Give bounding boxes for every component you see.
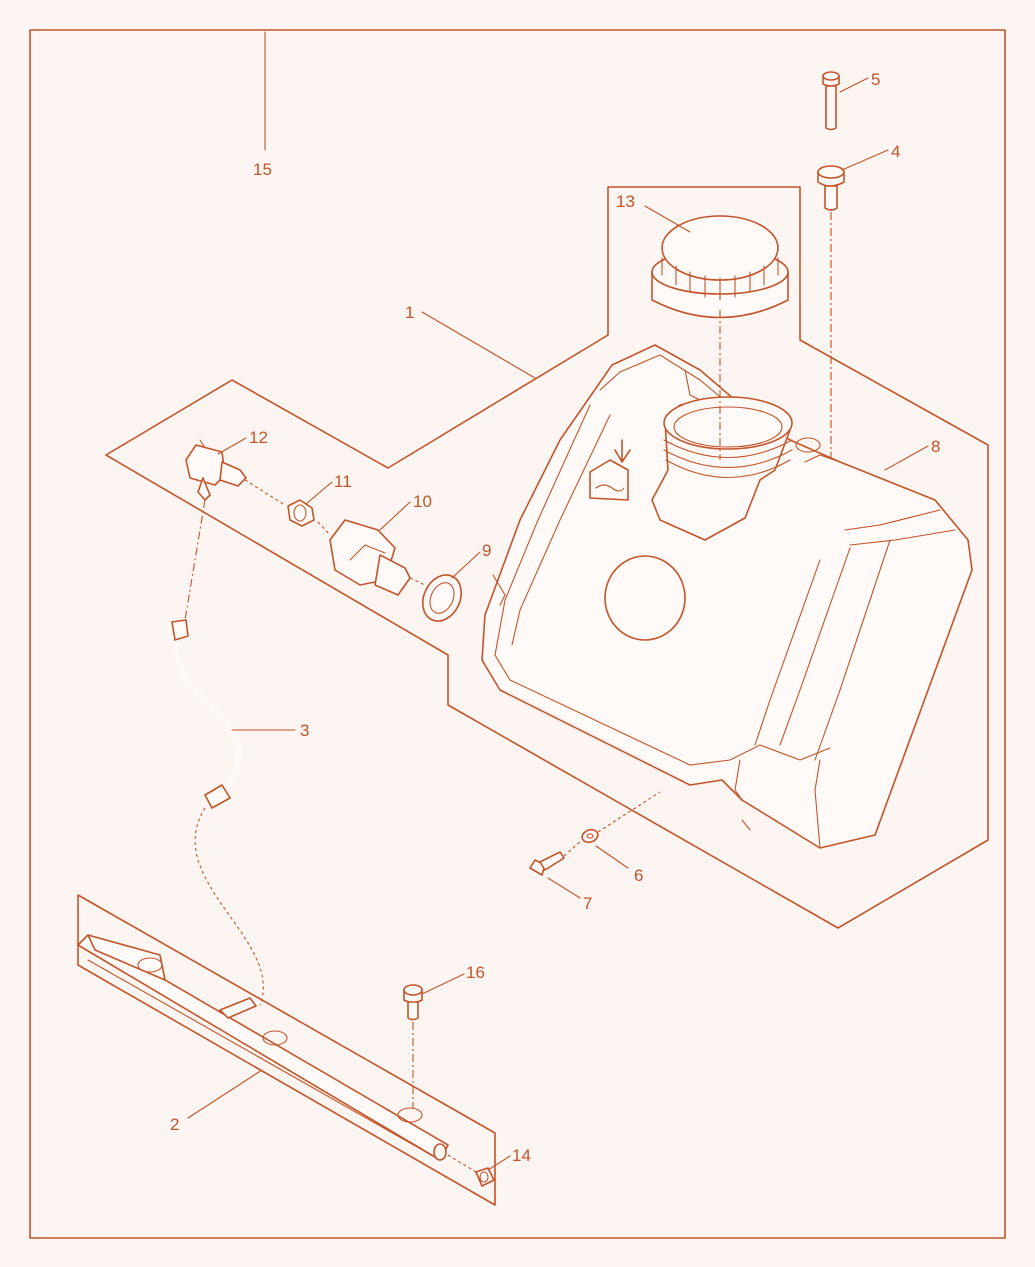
callout-1: 1 (405, 303, 414, 322)
washer-6 (581, 828, 599, 844)
callout-16: 16 (466, 963, 485, 982)
callout-3: 3 (300, 721, 309, 740)
bolt-16 (403, 984, 423, 1021)
hose-3 (171, 619, 242, 809)
callout-8: 8 (931, 437, 940, 456)
axis-line-hose (184, 499, 206, 621)
screw-7 (529, 851, 565, 876)
axis-line-fitting (244, 479, 426, 586)
axis-line-14 (447, 1154, 477, 1173)
screw-5 (822, 71, 840, 131)
fuel-tank (481, 344, 973, 849)
fuel-symbol-icon (589, 439, 631, 501)
callout-11: 11 (334, 472, 352, 491)
spacer-11 (287, 499, 315, 527)
rail-group-outline (77, 894, 496, 1206)
axis-line-6 (563, 791, 661, 857)
outer-frame (29, 29, 1006, 1239)
callout-5: 5 (871, 70, 880, 89)
tank-group-outline (105, 186, 989, 929)
leader-lines (187, 31, 929, 1171)
callout-10: 10 (413, 492, 432, 511)
adapter-10 (329, 519, 411, 596)
callout-9: 9 (482, 541, 491, 560)
callout-14: 14 (512, 1146, 531, 1165)
bushing-4 (817, 165, 845, 211)
callout-13: 13 (616, 192, 635, 211)
callout-4: 4 (891, 142, 900, 161)
callout-6: 6 (634, 866, 643, 885)
rail-2 (77, 934, 449, 1161)
hose-route-line (194, 807, 264, 1006)
gasket-9 (421, 574, 463, 622)
tank-cap (651, 215, 789, 319)
connector-12 (185, 439, 247, 501)
plug-14 (475, 1167, 495, 1187)
callout-12: 12 (249, 428, 268, 447)
callout-2: 2 (170, 1115, 179, 1134)
callout-15: 15 (253, 160, 272, 179)
callout-7: 7 (583, 894, 592, 913)
level-window (604, 555, 686, 641)
